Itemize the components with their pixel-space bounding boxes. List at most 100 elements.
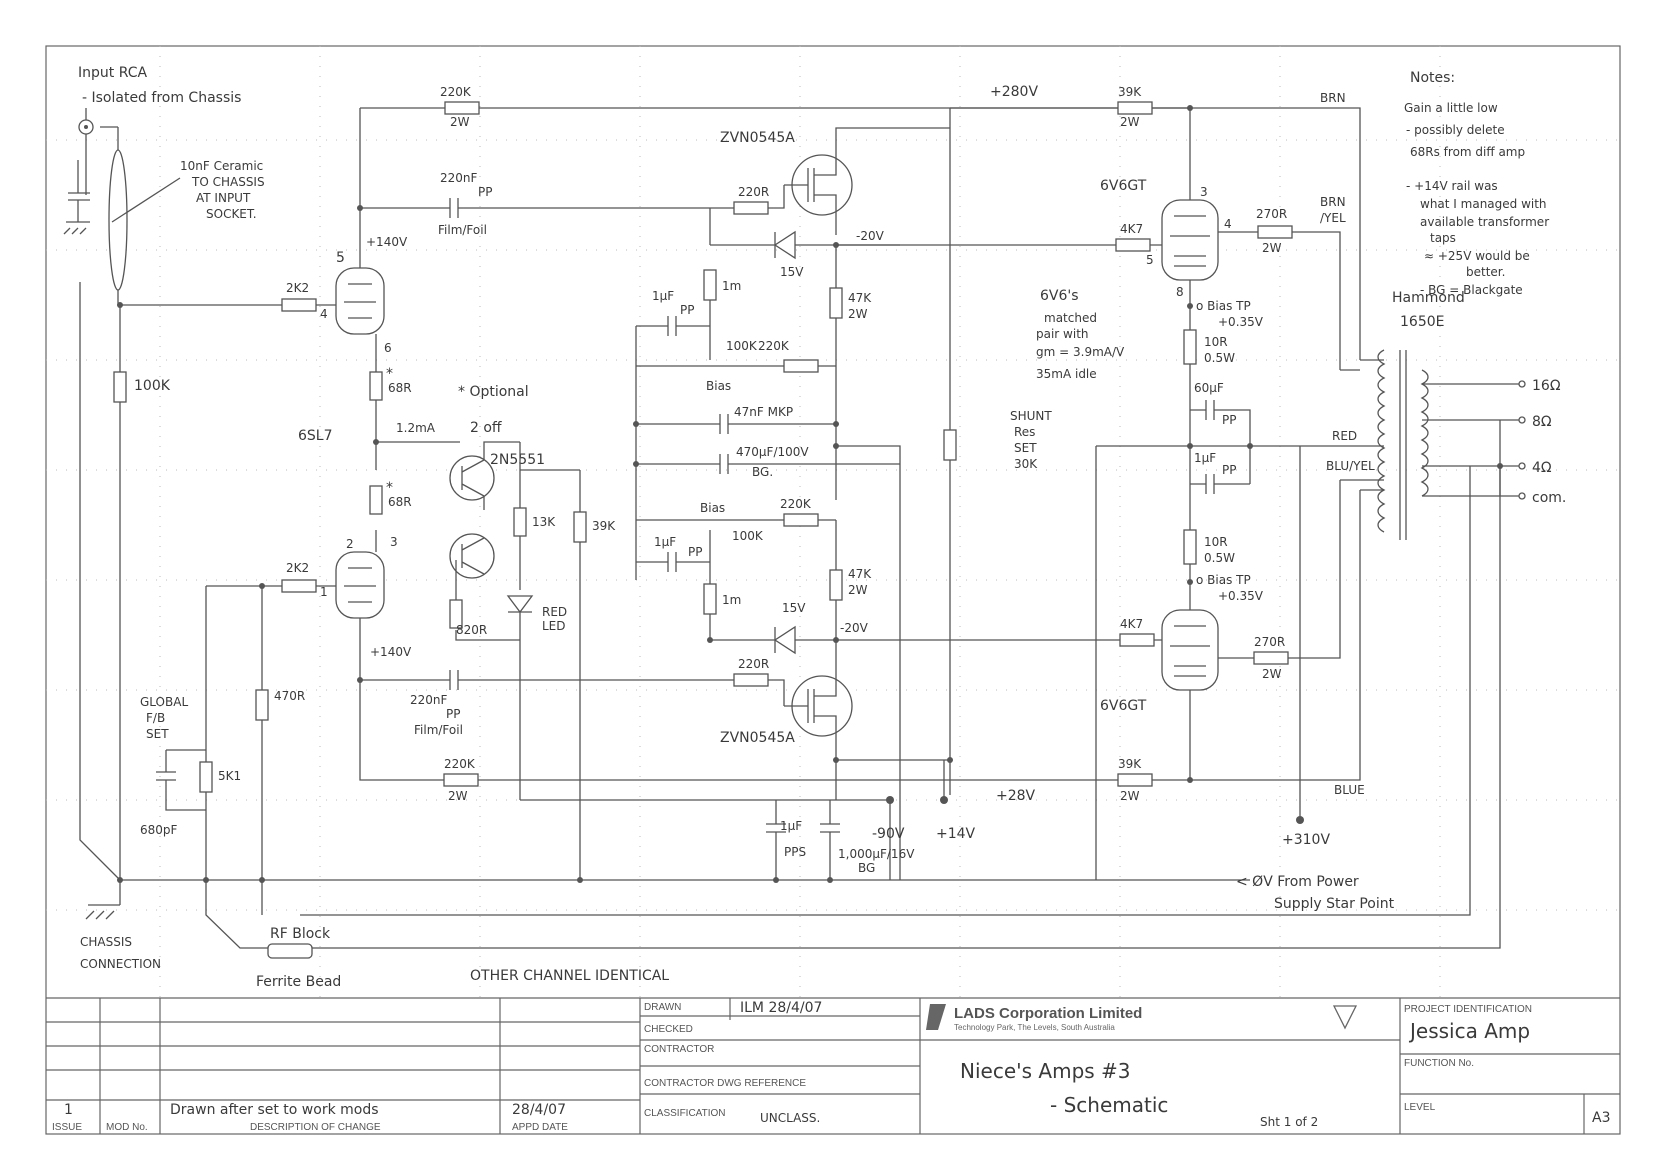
- led-label-1: RED: [542, 605, 567, 619]
- resistor-13k: [513, 507, 527, 537]
- notes-line-4: - +14V rail was: [1406, 179, 1498, 193]
- cap-60uf: [1205, 400, 1215, 420]
- cap-680pf: [156, 749, 206, 811]
- r-2k2-bot-label: 2K2: [286, 561, 309, 575]
- r-470r-label: 470R: [274, 689, 305, 703]
- r-10r-top-w: 0.5W: [1204, 351, 1235, 365]
- r-1m-bot-label: 1m: [722, 593, 741, 607]
- resistor-10r-top: [1183, 329, 1197, 365]
- r-1m-top-label: 1m: [722, 279, 741, 293]
- resistor-220k-bias-bot: [783, 513, 819, 527]
- r-220k-top-w: 2W: [450, 115, 470, 129]
- hammond-2: 1650E: [1400, 314, 1444, 330]
- level-label: LEVEL: [1404, 1102, 1436, 1113]
- v-m90: -90V: [872, 826, 905, 842]
- blue-label: BLUE: [1334, 783, 1365, 797]
- title-block: [46, 997, 1620, 1134]
- bias-tp-bot-2: +0.35V: [1218, 589, 1264, 603]
- desc-label: DESCRIPTION OF CHANGE: [250, 1122, 381, 1133]
- input-subtitle: - Isolated from Chassis: [82, 90, 241, 106]
- sheet-size: A3: [1592, 1110, 1610, 1126]
- c-1uf-pps-t: PPS: [784, 845, 806, 859]
- notes-line-9: better.: [1466, 265, 1505, 279]
- v-p280: +280V: [990, 84, 1038, 100]
- v-140-top: +140V: [366, 235, 408, 249]
- r-10r-bot-w: 0.5W: [1204, 551, 1235, 565]
- desc-value: Drawn after set to work mods: [170, 1102, 379, 1118]
- led-label-2: LED: [542, 619, 566, 633]
- contractor-label: CONTRACTOR: [644, 1044, 714, 1055]
- resistor-220r-top: [733, 201, 769, 215]
- resistor-5k1: [199, 761, 213, 793]
- resistor-2k2-bot: [281, 579, 317, 593]
- division-logo-icon: [1332, 1005, 1358, 1030]
- function-label: FUNCTION No.: [1404, 1058, 1474, 1069]
- mosfet-top: [784, 127, 950, 235]
- global-fb-2: F/B: [146, 711, 165, 725]
- resistor-470r: [255, 689, 269, 721]
- r-68r-bot-label: 68R: [388, 495, 412, 509]
- brn-yel-1: BRN: [1320, 195, 1346, 209]
- out-4: 4Ω: [1532, 460, 1552, 476]
- red-label: RED: [1332, 429, 1357, 443]
- r-68r-top-label: 68R: [388, 381, 412, 395]
- pin5-right: 5: [1146, 253, 1154, 267]
- notes-line-5: what I managed with: [1420, 197, 1547, 211]
- chassis-label-2: CONNECTION: [80, 957, 161, 971]
- tube-6sl7-label: 6SL7: [298, 428, 333, 444]
- notes-line-7: taps: [1430, 231, 1456, 245]
- v-p14: +14V: [936, 826, 976, 842]
- resistor-68r-top: [369, 371, 383, 401]
- r-47k-bot-w: 2W: [848, 583, 868, 597]
- mosfet-top-label: ZVN0545A: [720, 130, 795, 146]
- hammond-1: Hammond: [1392, 290, 1465, 306]
- led-icon: [506, 595, 534, 614]
- chassis-ground-icon: [85, 880, 121, 920]
- blu-yel-label: BLU/YEL: [1326, 459, 1375, 473]
- zener-top-label: 15V: [780, 265, 804, 279]
- contractor-dwg-label: CONTRACTOR DWG REFERENCE: [644, 1078, 806, 1089]
- resistor-47k-bot: [829, 569, 843, 601]
- notes-heading: Notes:: [1410, 70, 1455, 86]
- r-5k1-label: 5K1: [218, 769, 241, 783]
- mosfet-bot: [784, 640, 853, 760]
- r-4k7-bot-label: 4K7: [1120, 617, 1143, 631]
- current-label: 1.2mA: [396, 421, 436, 435]
- rf-block-2: Ferrite Bead: [256, 974, 341, 990]
- cap-1uf-bot: [667, 552, 677, 572]
- resistor-220r-bot: [733, 673, 769, 687]
- c-220nf-top-label: 220nF: [440, 171, 478, 185]
- pin5-left: 5: [336, 250, 345, 266]
- resistor-4k7-top: [1115, 238, 1151, 252]
- out-8: 8Ω: [1532, 414, 1552, 430]
- c-220nf-bot-label: 220nF: [410, 693, 448, 707]
- r-13k-label: 13K: [532, 515, 556, 529]
- company-sub: Technology Park, The Levels, South Austr…: [954, 1023, 1115, 1032]
- v-m20-bot: -20V: [840, 621, 869, 635]
- c-470uf-bg: BG.: [752, 465, 773, 479]
- input-cap-note-2: TO CHASSIS: [191, 175, 265, 189]
- pin4-left: 4: [320, 307, 328, 321]
- rf-block-1: RF Block: [270, 926, 331, 942]
- ov-power-1: < ØV From Power: [1236, 874, 1359, 890]
- notes-line-6: available transformer: [1420, 215, 1549, 229]
- drawing-title: Niece's Amps #3: [960, 1059, 1131, 1083]
- c-1uf-pp-right-t: PP: [1222, 463, 1236, 477]
- resistor-shunt: [943, 429, 957, 461]
- chassis-label-1: CHASSIS: [80, 935, 132, 949]
- zener-top-icon: [773, 230, 796, 260]
- transistor-2n5551-bot: [449, 533, 495, 579]
- cap-1000uf: [820, 800, 840, 880]
- r-10r-top-label: 10R: [1204, 335, 1228, 349]
- resistor-39k-top: [1117, 101, 1153, 115]
- r-39k-mid-label: 39K: [592, 519, 616, 533]
- resistor-220k-top: [444, 101, 480, 115]
- cap-1uf-top: [667, 316, 677, 336]
- pin3-right: 3: [1200, 185, 1208, 199]
- matched-2: matched: [1044, 311, 1097, 325]
- r-39k-top-label: 39K: [1118, 85, 1142, 99]
- bias-top-label: Bias: [706, 379, 731, 393]
- appd-label: APPD DATE: [512, 1122, 568, 1133]
- tube-bot-label: 6V6GT: [1100, 698, 1147, 714]
- r-2k2-top-label: 2K2: [286, 281, 309, 295]
